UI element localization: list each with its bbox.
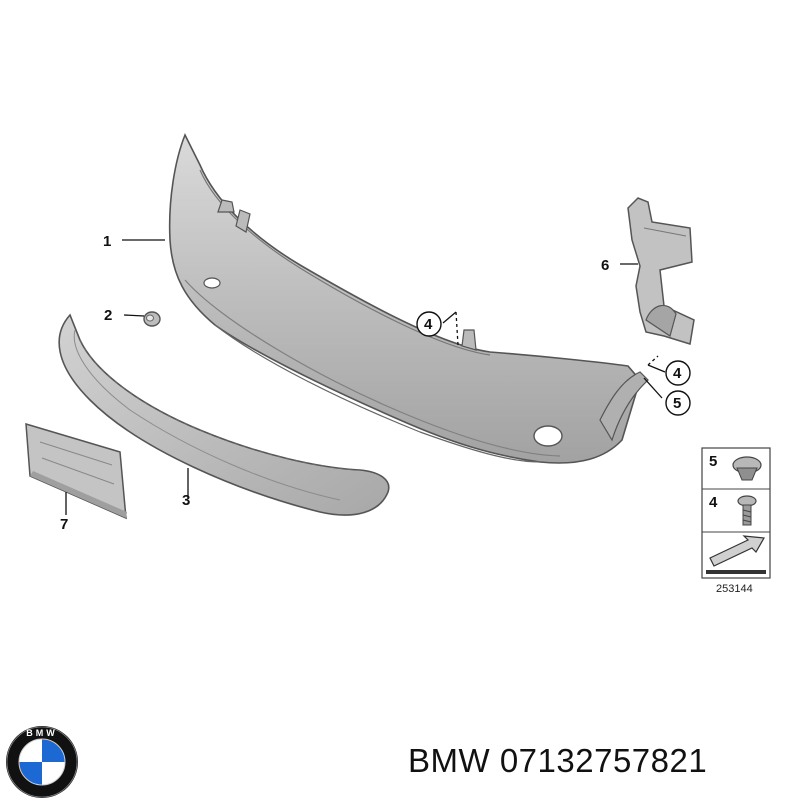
reference-number: 253144 (716, 583, 753, 595)
callout-4-lower-label: 4 (673, 365, 682, 382)
callout-1: 1 (103, 233, 111, 250)
part-caption: BMW 07132757821 (408, 742, 707, 780)
lower-trim-part (58, 313, 390, 516)
callout-7: 7 (60, 516, 68, 533)
callout-2: 2 (104, 307, 112, 324)
caption-part-number: 07132757821 (499, 742, 708, 779)
fastener-legend: 5 4 (701, 447, 771, 579)
bumper-cover-part (168, 133, 649, 464)
screw-icon (737, 495, 757, 526)
callout-3: 3 (182, 492, 190, 509)
direction-arrow-icon (706, 535, 766, 574)
callout-4-upper: 4 (416, 311, 442, 337)
plug-part (143, 311, 161, 327)
bmw-logo-letters: BMW (26, 728, 58, 738)
clip-icon (732, 456, 762, 481)
leader-lines (65, 239, 666, 515)
bracket-part (627, 197, 695, 345)
callout-5-label: 5 (673, 395, 681, 412)
callout-6: 6 (601, 257, 609, 274)
bmw-logo: BMW (6, 726, 78, 798)
callout-5: 5 (665, 390, 691, 416)
license-plate-base-part (25, 422, 127, 520)
callout-4-lower: 4 (665, 360, 691, 386)
legend-num-4: 4 (709, 494, 718, 511)
caption-brand: BMW (408, 742, 491, 779)
legend-num-5: 5 (709, 453, 717, 470)
callout-4-upper-label: 4 (424, 316, 433, 333)
